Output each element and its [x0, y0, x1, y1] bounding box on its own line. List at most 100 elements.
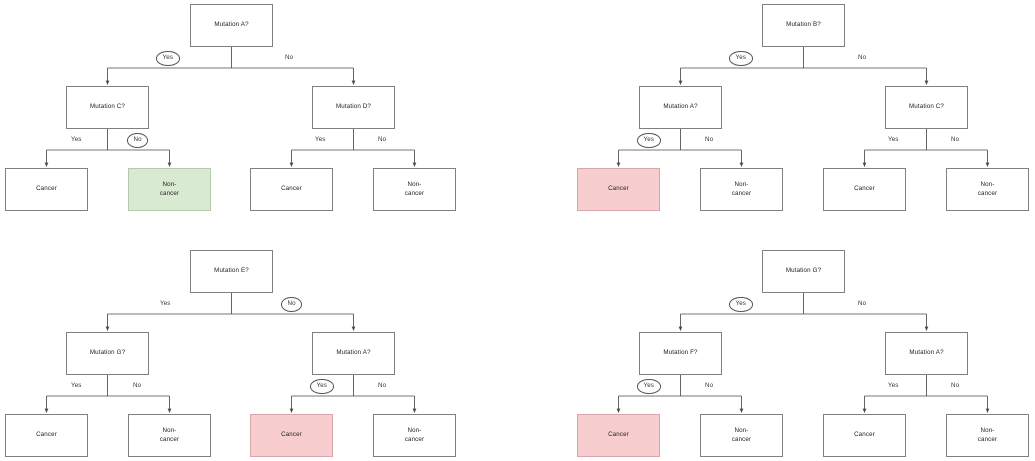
- node-label: Non-cancer: [977, 180, 998, 197]
- node-label: Mutation A?: [214, 21, 249, 28]
- tree-4-root-branch-label-no-1[interactable]: No: [856, 298, 868, 311]
- node-label: Non-cancer: [159, 180, 180, 197]
- tree-1-level2-branch-label-no-1[interactable]: No: [127, 133, 149, 148]
- tree-2-decision-mutation-a-0[interactable]: Mutation A?: [639, 86, 722, 129]
- tree-1-leaf-cancer-0[interactable]: Cancer: [5, 168, 88, 211]
- node-label: Mutation D?: [335, 103, 371, 110]
- tree-3-root-branch-label-yes-0[interactable]: Yes: [158, 298, 173, 311]
- tree-3-root-mutation-e[interactable]: Mutation E?: [190, 250, 273, 293]
- tree-2-root-mutation-b[interactable]: Mutation B?: [762, 4, 845, 47]
- tree-4-root-mutation-g[interactable]: Mutation G?: [762, 250, 845, 293]
- node-label: Cancer: [281, 185, 302, 192]
- branch-label-text: Yes: [888, 136, 899, 144]
- node-label: Non-cancer: [731, 180, 752, 197]
- tree-4-leaf-non-cancer-1[interactable]: Non-cancer: [700, 414, 783, 457]
- branch-label-text: Yes: [888, 382, 899, 390]
- branch-label-text: No: [705, 136, 714, 144]
- branch-label-text: Yes: [735, 54, 747, 62]
- tree-4-leaf-cancer-2[interactable]: Cancer: [823, 414, 906, 457]
- tree-2-leaf-cancer-2[interactable]: Cancer: [823, 168, 906, 211]
- branch-label-text: Yes: [643, 382, 655, 390]
- tree-3-level2-branch-label-yes-0[interactable]: Yes: [69, 380, 84, 393]
- node-label: Non-cancer: [731, 426, 752, 443]
- node-label: Mutation A?: [663, 103, 698, 110]
- tree-1-leaf-cancer-2[interactable]: Cancer: [250, 168, 333, 211]
- tree-1-root-mutation-a[interactable]: Mutation A?: [190, 4, 273, 47]
- branch-label-text: No: [951, 136, 960, 144]
- branch-label-text: No: [287, 300, 296, 308]
- node-label: Mutation A?: [336, 349, 371, 356]
- tree-1-decision-mutation-c-0[interactable]: Mutation C?: [66, 86, 149, 129]
- branch-label-text: No: [378, 136, 387, 144]
- tree-3-level2-branch-label-yes-2[interactable]: Yes: [310, 379, 334, 394]
- node-label: Mutation E?: [214, 267, 249, 274]
- tree-4-decision-mutation-f-0[interactable]: Mutation F?: [639, 332, 722, 375]
- tree-1-level2-branch-label-yes-0[interactable]: Yes: [69, 134, 84, 147]
- tree-3-level2-branch-label-no-1[interactable]: No: [131, 380, 143, 393]
- tree-2-root-branch-label-yes-0[interactable]: Yes: [729, 51, 753, 66]
- tree-1-leaf-non-cancer-3[interactable]: Non-cancer: [373, 168, 456, 211]
- tree-2-decision-mutation-c-1[interactable]: Mutation C?: [885, 86, 968, 129]
- node-label: Mutation A?: [909, 349, 944, 356]
- tree-2-leaf-cancer-0[interactable]: Cancer: [577, 168, 660, 211]
- tree-2-level2-branch-label-yes-2[interactable]: Yes: [886, 134, 901, 147]
- node-label: Cancer: [608, 185, 629, 192]
- branch-label-text: Yes: [160, 300, 171, 308]
- tree-2-leaf-non-cancer-1[interactable]: Non-cancer: [700, 168, 783, 211]
- node-label: Non-cancer: [404, 426, 425, 443]
- branch-label-text: No: [285, 54, 294, 62]
- tree-3-leaf-cancer-0[interactable]: Cancer: [5, 414, 88, 457]
- tree-4-leaf-cancer-0[interactable]: Cancer: [577, 414, 660, 457]
- tree-1-root-branch-label-yes-0[interactable]: Yes: [156, 51, 180, 66]
- branch-label-text: No: [705, 382, 714, 390]
- tree-3-leaf-non-cancer-3[interactable]: Non-cancer: [373, 414, 456, 457]
- branch-label-text: Yes: [735, 300, 747, 308]
- branch-label-text: Yes: [71, 382, 82, 390]
- tree-4-level2-branch-label-yes-2[interactable]: Yes: [886, 380, 901, 393]
- branch-label-text: No: [951, 382, 960, 390]
- tree-4-level2-branch-label-yes-0[interactable]: Yes: [637, 379, 661, 394]
- node-label: Non-cancer: [977, 426, 998, 443]
- tree-2-leaf-non-cancer-3[interactable]: Non-cancer: [946, 168, 1029, 211]
- tree-1-root-branch-label-no-1[interactable]: No: [283, 52, 295, 65]
- tree-2-level2-branch-label-yes-0[interactable]: Yes: [637, 133, 661, 148]
- node-label: Mutation B?: [786, 21, 821, 28]
- tree-2-level2-branch-label-no-3[interactable]: No: [949, 134, 961, 147]
- tree-4-leaf-non-cancer-3[interactable]: Non-cancer: [946, 414, 1029, 457]
- tree-2-root-branch-label-no-1[interactable]: No: [856, 52, 868, 65]
- branch-label-text: No: [858, 300, 867, 308]
- node-label: Mutation G?: [89, 349, 126, 356]
- branch-label-text: Yes: [316, 382, 328, 390]
- branch-label-text: No: [133, 382, 142, 390]
- node-label: Mutation C?: [908, 103, 944, 110]
- node-label: Cancer: [36, 185, 57, 192]
- tree-1-decision-mutation-d-1[interactable]: Mutation D?: [312, 86, 395, 129]
- tree-4-level2-branch-label-no-3[interactable]: No: [949, 380, 961, 393]
- tree-3-leaf-cancer-2[interactable]: Cancer: [250, 414, 333, 457]
- branch-label-text: No: [133, 136, 142, 144]
- tree-3-level2-branch-label-no-3[interactable]: No: [376, 380, 388, 393]
- tree-4-level2-branch-label-no-1[interactable]: No: [703, 380, 715, 393]
- tree-3-leaf-non-cancer-1[interactable]: Non-cancer: [128, 414, 211, 457]
- node-label: Cancer: [281, 431, 302, 438]
- tree-3-decision-mutation-g-0[interactable]: Mutation G?: [66, 332, 149, 375]
- branch-label-text: No: [858, 54, 867, 62]
- tree-1-level2-branch-label-no-3[interactable]: No: [376, 134, 388, 147]
- tree-4-root-branch-label-yes-0[interactable]: Yes: [729, 297, 753, 312]
- node-label: Non-cancer: [404, 180, 425, 197]
- branch-label-text: Yes: [71, 136, 82, 144]
- node-label: Cancer: [854, 431, 875, 438]
- node-label: Mutation C?: [89, 103, 125, 110]
- tree-1-leaf-non-cancer-1[interactable]: Non-cancer: [128, 168, 211, 211]
- tree-3-root-branch-label-no-1[interactable]: No: [281, 297, 303, 312]
- branch-label-text: No: [378, 382, 387, 390]
- tree-1-level2-branch-label-yes-2[interactable]: Yes: [313, 134, 328, 147]
- tree-4-decision-mutation-a-1[interactable]: Mutation A?: [885, 332, 968, 375]
- tree-3-decision-mutation-a-1[interactable]: Mutation A?: [312, 332, 395, 375]
- node-label: Non-cancer: [159, 426, 180, 443]
- node-label: Mutation F?: [663, 349, 698, 356]
- tree-2-level2-branch-label-no-1[interactable]: No: [703, 134, 715, 147]
- node-label: Cancer: [608, 431, 629, 438]
